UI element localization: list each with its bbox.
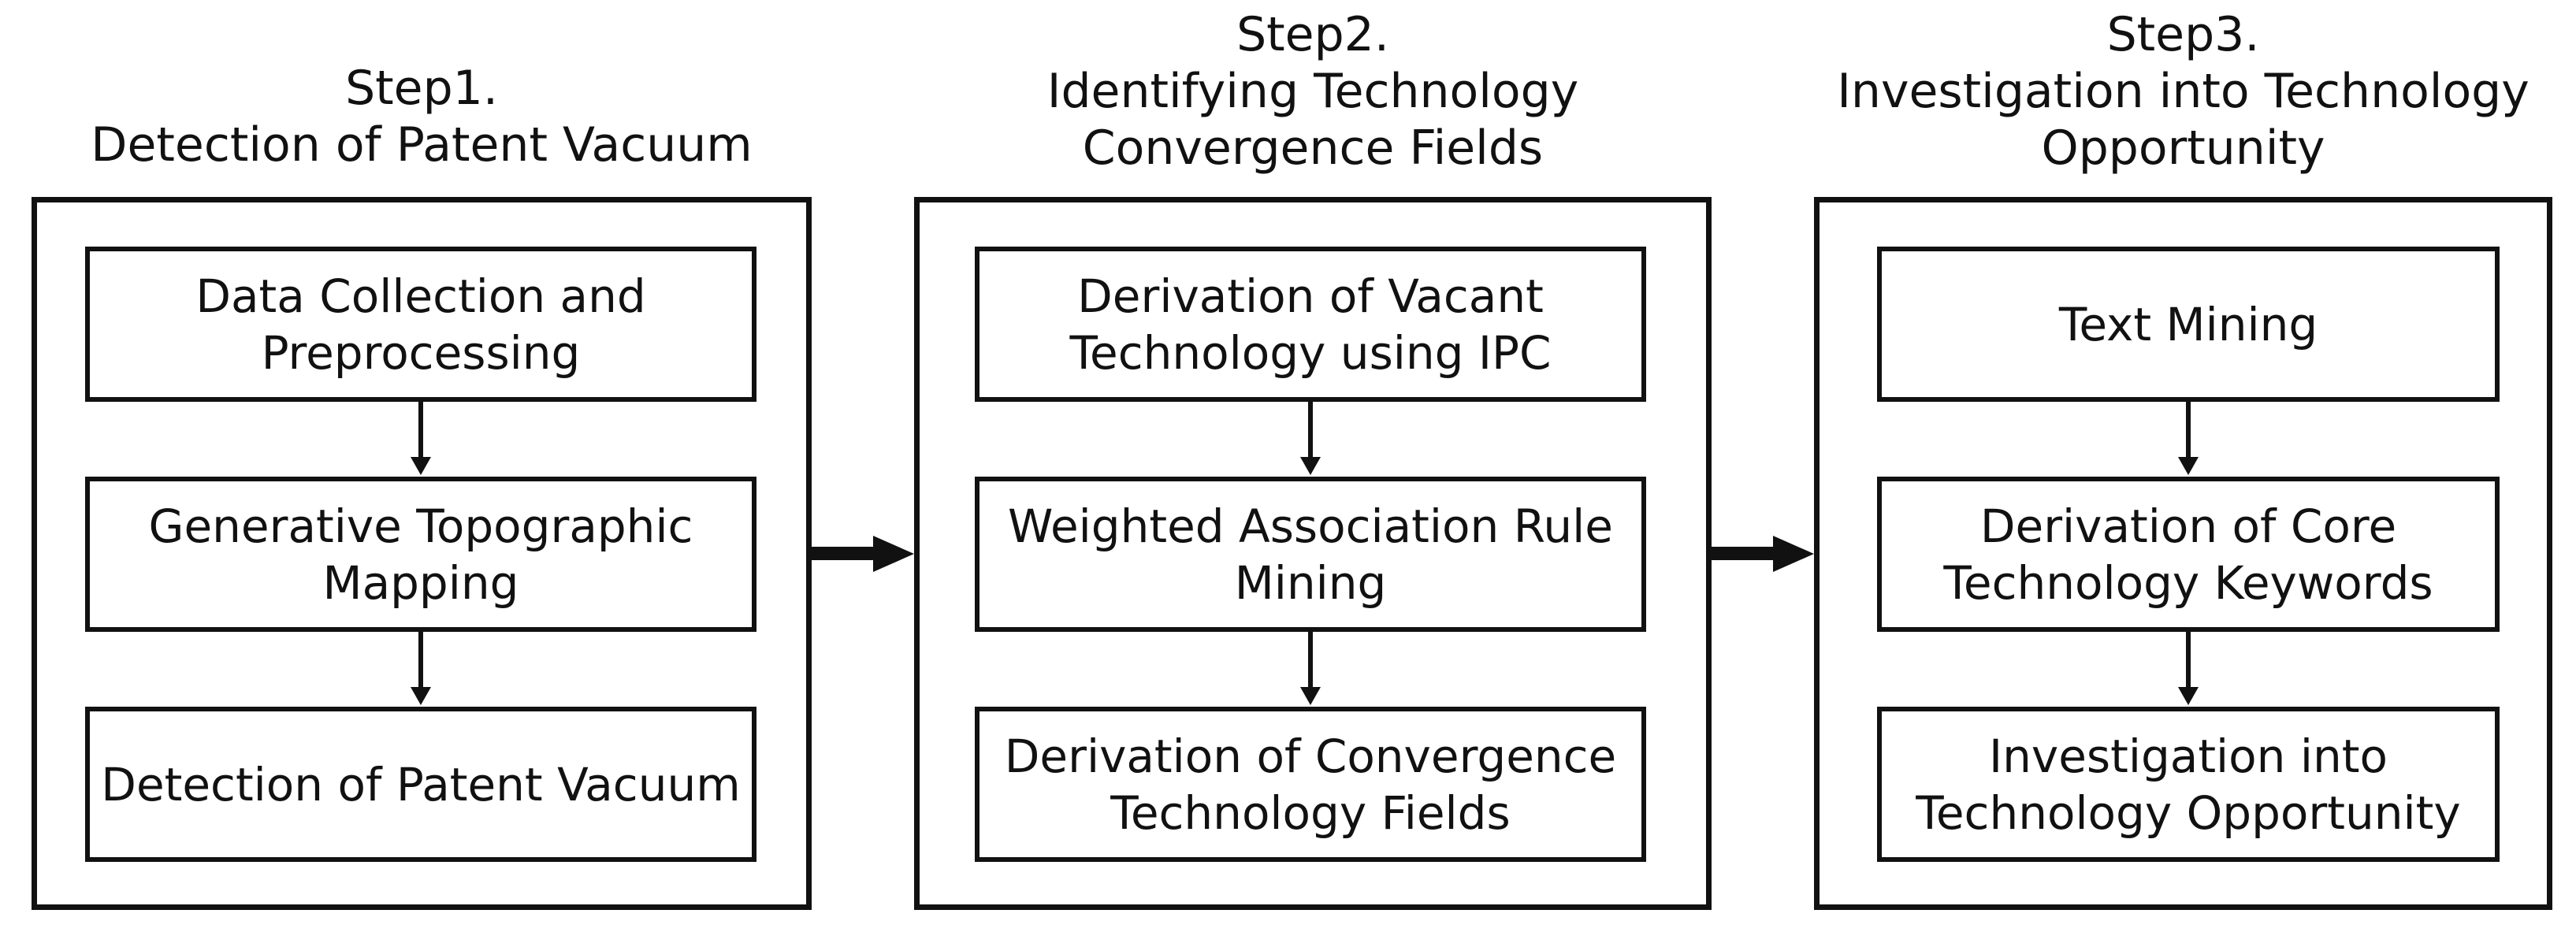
step3-title: Step3. Investigation into Technology Opp… bbox=[1814, 6, 2552, 176]
step2-box2-line1: Weighted Association Rule bbox=[1008, 499, 1613, 553]
step2-box3-line1: Derivation of Convergence bbox=[1004, 729, 1617, 783]
step1-box1-line1: Data Collection and bbox=[195, 269, 646, 323]
step2-box2-line2: Mining bbox=[1234, 555, 1387, 610]
step2-to-step3-arrow-shaft bbox=[1712, 547, 1778, 560]
step2-title-label: Step2. bbox=[1236, 7, 1389, 62]
step1-to-step2-arrow-head bbox=[873, 536, 914, 572]
step3-box3-line2: Technology Opportunity bbox=[1916, 785, 2461, 840]
step1-box-data-collection: Data Collection and Preprocessing bbox=[85, 247, 756, 402]
step1-title-name: Detection of Patent Vacuum bbox=[91, 117, 753, 173]
step2-box-association-rule: Weighted Association Rule Mining bbox=[975, 477, 1646, 632]
step3-title-label: Step3. bbox=[2106, 7, 2260, 62]
step1-box-patent-vacuum: Detection of Patent Vacuum bbox=[85, 707, 756, 862]
step1-title: Step1. Detection of Patent Vacuum bbox=[32, 60, 812, 173]
step2-box-vacant-technology: Derivation of Vacant Technology using IP… bbox=[975, 247, 1646, 402]
step2-title-name-line2: Convergence Fields bbox=[1082, 121, 1544, 176]
step1-box2-line1: Generative Topographic bbox=[148, 499, 693, 553]
step3-box2-line2: Technology Keywords bbox=[1943, 555, 2433, 610]
step3-box-technology-opportunity: Investigation into Technology Opportunit… bbox=[1877, 707, 2500, 862]
step3-title-name-line2: Opportunity bbox=[2041, 121, 2325, 176]
step3-box3-line1: Investigation into bbox=[1989, 729, 2388, 783]
step3-box1-line1: Text Mining bbox=[2058, 297, 2318, 351]
step2-box1-line2: Technology using IPC bbox=[1069, 325, 1552, 380]
step2-title-name-line1: Identifying Technology bbox=[1046, 64, 1579, 119]
step3-box-core-keywords: Derivation of Core Technology Keywords bbox=[1877, 477, 2500, 632]
step1-box2-line2: Mapping bbox=[322, 555, 519, 610]
step3-box2-line1: Derivation of Core bbox=[1979, 499, 2397, 553]
step1-to-step2-arrow-shaft bbox=[812, 547, 878, 560]
step2-title: Step2. Identifying Technology Convergenc… bbox=[914, 6, 1712, 176]
step1-box-gtm: Generative Topographic Mapping bbox=[85, 477, 756, 632]
step3-box-text-mining: Text Mining bbox=[1877, 247, 2500, 402]
step3-title-name-line1: Investigation into Technology bbox=[1837, 64, 2530, 119]
step1-box1-line2: Preprocessing bbox=[261, 325, 581, 380]
step2-box-convergence-fields: Derivation of Convergence Technology Fie… bbox=[975, 707, 1646, 862]
step2-box1-line1: Derivation of Vacant bbox=[1077, 269, 1544, 323]
step2-to-step3-arrow-head bbox=[1773, 536, 1814, 572]
step2-box3-line2: Technology Fields bbox=[1110, 785, 1511, 840]
step1-box3-line1: Detection of Patent Vacuum bbox=[101, 757, 741, 811]
step1-title-label: Step1. bbox=[345, 61, 498, 116]
